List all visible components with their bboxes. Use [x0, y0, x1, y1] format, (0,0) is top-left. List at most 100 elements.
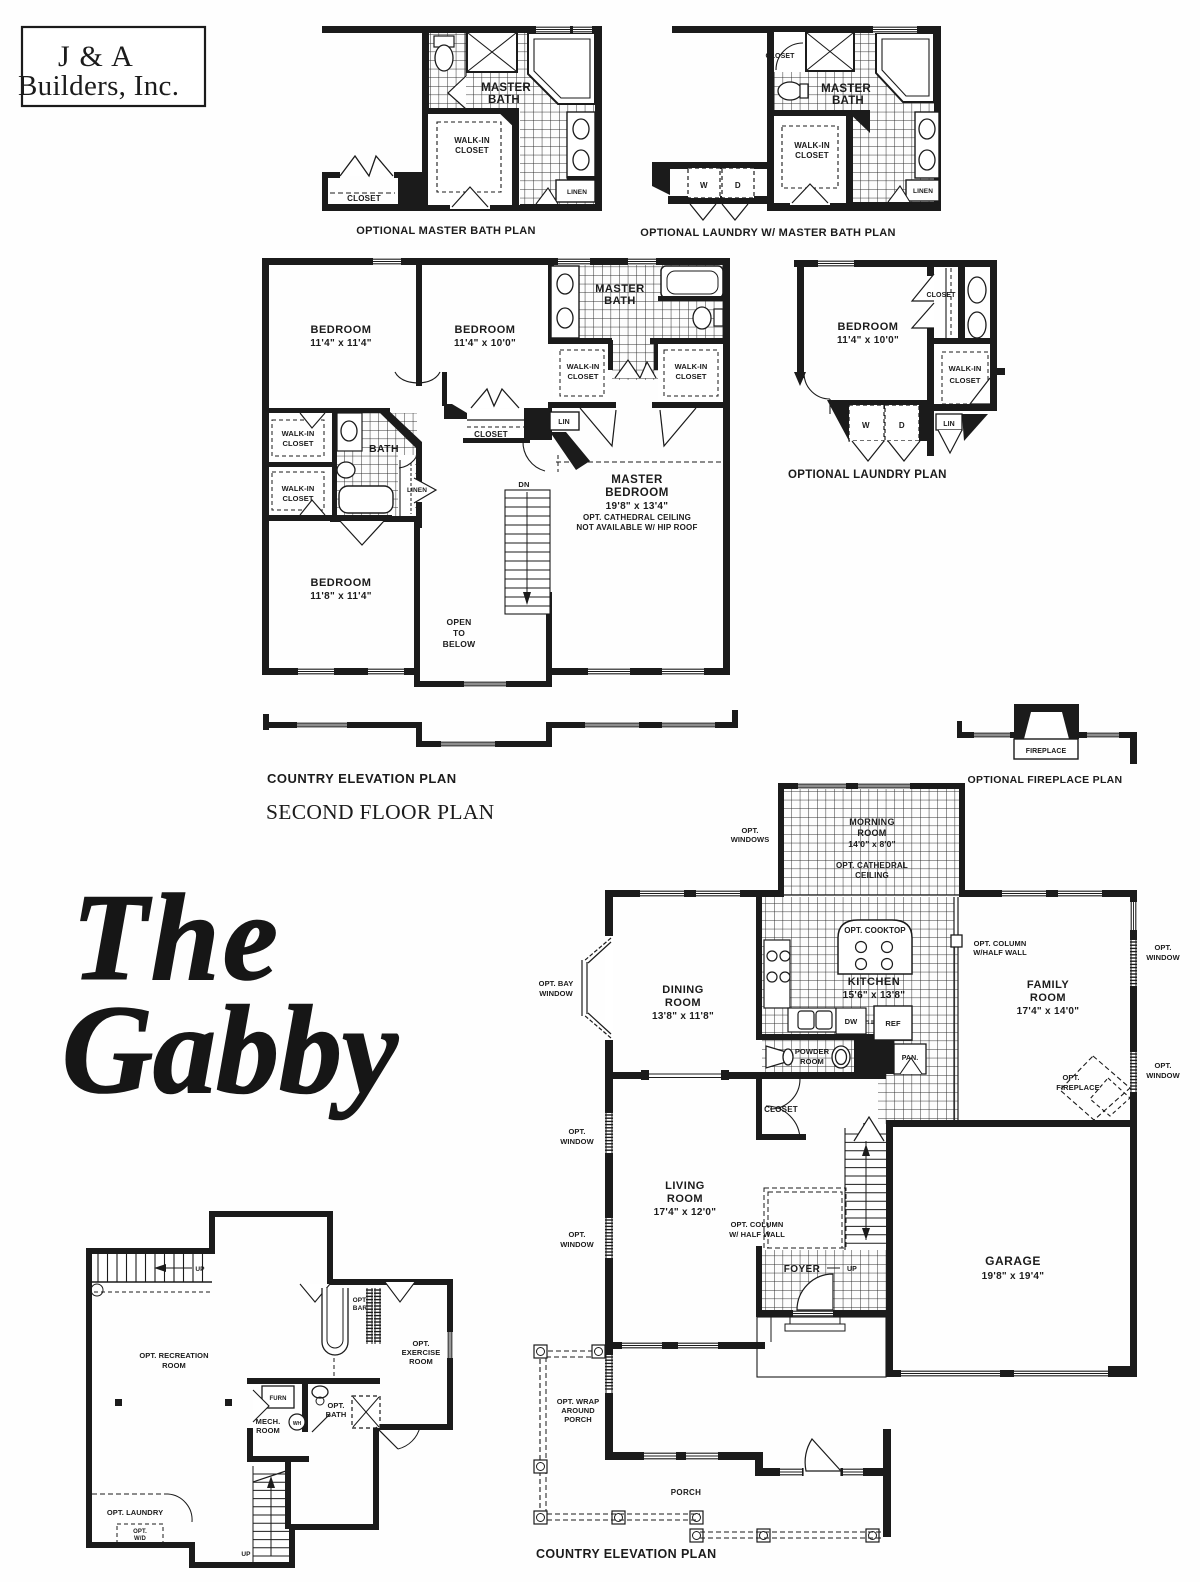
svg-text:CLOSET: CLOSET — [455, 146, 489, 155]
svg-text:OPTIONAL LAUNDRY PLAN: OPTIONAL LAUNDRY PLAN — [788, 469, 947, 481]
svg-text:FIREPLACE: FIREPLACE — [1026, 748, 1067, 755]
svg-text:OPT. CATHEDRAL CEILING: OPT. CATHEDRAL CEILING — [583, 513, 691, 522]
svg-text:W/HALF WALL: W/HALF WALL — [973, 948, 1027, 957]
svg-text:CEILING: CEILING — [855, 871, 889, 880]
svg-text:OPT.: OPT. — [568, 1127, 585, 1136]
svg-text:CLOSET: CLOSET — [927, 292, 957, 299]
svg-text:11'4" x 10'0": 11'4" x 10'0" — [454, 338, 516, 349]
svg-text:MECH.: MECH. — [256, 1417, 281, 1426]
svg-text:OPT. COLUMN: OPT. COLUMN — [731, 1220, 784, 1229]
svg-text:11'8" x 11'4": 11'8" x 11'4" — [310, 591, 372, 602]
svg-text:BATH: BATH — [832, 95, 864, 107]
svg-text:WALK-IN: WALK-IN — [282, 484, 315, 493]
svg-text:LIN: LIN — [558, 419, 570, 426]
svg-text:OPT.: OPT. — [1062, 1073, 1079, 1082]
svg-text:MASTER: MASTER — [481, 82, 531, 94]
svg-text:OPTIONAL MASTER BATH PLAN: OPTIONAL MASTER BATH PLAN — [356, 225, 535, 237]
svg-text:Gabby: Gabby — [62, 981, 399, 1120]
svg-text:WALK-IN: WALK-IN — [567, 362, 600, 371]
svg-text:W: W — [862, 421, 870, 430]
svg-text:UP: UP — [847, 1266, 857, 1273]
svg-text:BELOW: BELOW — [443, 639, 476, 649]
svg-text:D: D — [735, 181, 741, 190]
svg-text:OPT.: OPT. — [741, 826, 758, 835]
svg-text:WH: WH — [293, 1421, 302, 1427]
svg-text:BEDROOM: BEDROOM — [311, 324, 372, 336]
svg-text:AROUND: AROUND — [561, 1406, 595, 1415]
svg-text:UP: UP — [241, 1551, 251, 1558]
svg-text:BEDROOM: BEDROOM — [838, 321, 899, 333]
svg-text:W: W — [700, 181, 708, 190]
svg-text:FIREPLACE: FIREPLACE — [1056, 1083, 1099, 1092]
svg-text:OPT. COLUMN: OPT. COLUMN — [974, 939, 1027, 948]
svg-text:LIN: LIN — [943, 421, 955, 428]
svg-text:COUNTRY ELEVATION PLAN: COUNTRY ELEVATION PLAN — [536, 1547, 717, 1561]
svg-text:OPT.: OPT. — [1154, 943, 1171, 952]
svg-text:BEDROOM: BEDROOM — [455, 324, 516, 336]
svg-text:CLOSET: CLOSET — [567, 372, 598, 381]
svg-text:COUNTRY ELEVATION PLAN: COUNTRY ELEVATION PLAN — [267, 771, 457, 786]
svg-text:MASTER: MASTER — [821, 83, 871, 95]
svg-text:FURN: FURN — [269, 1396, 286, 1402]
svg-text:BATH: BATH — [488, 94, 520, 106]
svg-text:WINDOW: WINDOW — [1146, 953, 1180, 962]
svg-text:ROOM: ROOM — [667, 1193, 703, 1205]
svg-text:GARAGE: GARAGE — [985, 1254, 1041, 1268]
svg-text:WALK-IN: WALK-IN — [949, 364, 982, 373]
svg-text:W/D: W/D — [134, 1536, 147, 1542]
svg-text:WALK-IN: WALK-IN — [454, 136, 490, 145]
svg-text:OPT. CATHEDRAL: OPT. CATHEDRAL — [836, 861, 908, 870]
svg-text:15'6" x 13'8": 15'6" x 13'8" — [843, 990, 906, 1001]
svg-text:BATH: BATH — [369, 443, 399, 455]
svg-text:FOYER: FOYER — [784, 1264, 821, 1275]
svg-text:DN: DN — [518, 480, 529, 489]
svg-text:OPT.: OPT. — [568, 1230, 585, 1239]
svg-text:WINDOW: WINDOW — [539, 989, 573, 998]
svg-text:MASTER: MASTER — [611, 474, 663, 486]
svg-text:POWDER: POWDER — [795, 1047, 830, 1056]
svg-text:SECOND FLOOR PLAN: SECOND FLOOR PLAN — [266, 800, 495, 824]
svg-text:ROOM: ROOM — [665, 997, 701, 1009]
svg-text:Builders, Inc.: Builders, Inc. — [18, 70, 179, 102]
svg-text:ROOM: ROOM — [857, 828, 886, 838]
svg-text:OPT.: OPT. — [133, 1529, 147, 1535]
svg-text:KITCHEN: KITCHEN — [848, 976, 900, 988]
svg-text:11'4" x 10'0": 11'4" x 10'0" — [837, 335, 899, 346]
svg-text:WINDOWS: WINDOWS — [731, 835, 770, 844]
svg-text:CLOSET: CLOSET — [766, 53, 796, 60]
svg-text:LIVING: LIVING — [665, 1180, 705, 1192]
svg-text:CLOSET: CLOSET — [795, 151, 829, 160]
svg-text:CLOSET: CLOSET — [949, 376, 980, 385]
svg-text:OPEN: OPEN — [447, 617, 472, 627]
svg-text:CLOSET: CLOSET — [282, 439, 313, 448]
svg-text:OPT. RECREATION: OPT. RECREATION — [139, 1351, 208, 1360]
svg-text:14'0" x 8'0": 14'0" x 8'0" — [848, 839, 896, 849]
svg-text:W/ HALF WALL: W/ HALF WALL — [729, 1230, 785, 1239]
svg-text:OPT.: OPT. — [353, 1297, 368, 1304]
svg-text:OPT. WRAP: OPT. WRAP — [557, 1397, 600, 1406]
svg-text:LINEN: LINEN — [567, 189, 587, 196]
svg-text:17'4" x 12'0": 17'4" x 12'0" — [654, 1207, 717, 1218]
svg-text:MASTER: MASTER — [595, 283, 644, 295]
svg-text:D: D — [899, 421, 905, 430]
svg-text:OPTIONAL LAUNDRY W/ MASTER BAT: OPTIONAL LAUNDRY W/ MASTER BATH PLAN — [640, 227, 895, 239]
svg-text:OPT. LAUNDRY: OPT. LAUNDRY — [107, 1508, 163, 1517]
svg-text:OPT. COOKTOP: OPT. COOKTOP — [844, 926, 906, 935]
svg-text:UP: UP — [195, 1266, 205, 1273]
svg-text:LINEN: LINEN — [407, 487, 427, 494]
svg-text:OPT.: OPT. — [1154, 1061, 1171, 1070]
svg-text:ROOM: ROOM — [162, 1361, 186, 1370]
svg-text:OPT.: OPT. — [327, 1401, 344, 1410]
svg-text:PORCH: PORCH — [564, 1415, 592, 1424]
svg-text:BATH: BATH — [604, 295, 636, 307]
svg-text:ROOM: ROOM — [1030, 992, 1066, 1004]
svg-text:LINEN: LINEN — [913, 188, 933, 195]
svg-text:BEDROOM: BEDROOM — [605, 487, 669, 499]
svg-text:BAR: BAR — [353, 1305, 368, 1312]
svg-text:WINDOW: WINDOW — [1146, 1071, 1180, 1080]
svg-text:11'4" x 11'4": 11'4" x 11'4" — [310, 338, 372, 349]
svg-text:OPT.: OPT. — [412, 1339, 429, 1348]
svg-text:FAMILY: FAMILY — [1027, 979, 1069, 991]
svg-text:BATH: BATH — [326, 1410, 347, 1419]
svg-text:ROOM: ROOM — [800, 1057, 824, 1066]
